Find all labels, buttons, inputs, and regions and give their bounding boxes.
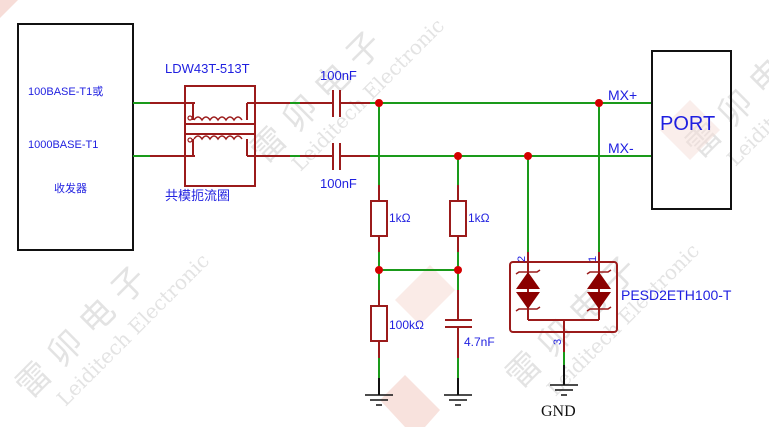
- tvs-pin3-label: 3: [552, 339, 564, 345]
- junctions: [375, 99, 603, 274]
- capacitor-top-value: 100nF: [320, 68, 357, 83]
- tvs-diode-2b: [516, 292, 540, 309]
- resistor-r3: [370, 305, 388, 342]
- transceiver-label-line2: 1000BASE-T1: [28, 139, 98, 151]
- transceiver-label-line1: 100BASE-T1或: [28, 85, 103, 98]
- signal-lines: MX+ MX-: [370, 87, 652, 157]
- tvs-pin1-label: 1: [587, 256, 599, 262]
- capacitor-filter-value: 4.7nF: [464, 335, 495, 349]
- resistor-r1: [370, 200, 388, 237]
- ground-symbol-tvs: GND: [541, 384, 578, 420]
- choke-name: 共模扼流圈: [165, 188, 230, 203]
- tvs-array: 2 1 3 PESD2ETH100-T: [509, 103, 732, 385]
- gnd-label: GND: [541, 403, 576, 420]
- tvs-pin2-label: 2: [516, 256, 528, 262]
- termination-network: 1kΩ 100kΩ 1kΩ 4.7nF: [370, 103, 495, 395]
- capacitor-bottom: 100nF: [320, 143, 370, 191]
- resistor-r2-value: 1kΩ: [468, 211, 490, 225]
- tvs-diode-1a: [587, 272, 611, 289]
- choke-part-number: LDW43T-513T: [165, 61, 250, 76]
- transceiver-block: 100BASE-T1或 1000BASE-T1 收发器: [17, 23, 134, 251]
- ground-symbol-middle: [444, 394, 472, 406]
- port-label: PORT: [660, 113, 715, 135]
- junction-dot: [454, 152, 462, 160]
- resistor-r3-value: 100kΩ: [389, 318, 424, 332]
- tvs-part-number: PESD2ETH100-T: [621, 287, 732, 303]
- inductor-winding-top: [193, 116, 243, 122]
- junction-dot: [454, 266, 462, 274]
- junction-dot: [375, 266, 383, 274]
- resistor-r1-value: 1kΩ: [389, 211, 411, 225]
- junction-dot: [595, 99, 603, 107]
- transceiver-label-line3: 收发器: [54, 181, 87, 195]
- port-block: PORT: [651, 50, 732, 210]
- tvs-diode-2a: [516, 272, 540, 289]
- junction-dot: [375, 99, 383, 107]
- inductor-winding-bottom: [193, 135, 243, 141]
- watermark-logo: [660, 100, 720, 160]
- capacitor-top: 100nF: [320, 68, 370, 117]
- port-box: [651, 50, 732, 210]
- ground-symbol-left: [365, 394, 393, 406]
- tvs-diode-1b: [587, 292, 611, 309]
- watermark-logo: [0, 0, 18, 18]
- choke-body: [184, 85, 256, 187]
- net-label-mx-minus: MX-: [608, 140, 634, 156]
- net-label-mx-plus: MX+: [608, 87, 637, 103]
- junction-dot: [524, 152, 532, 160]
- capacitor-bottom-value: 100nF: [320, 176, 357, 191]
- watermark-logo: [395, 265, 455, 325]
- transceiver-box: [17, 23, 134, 251]
- choke-to-cap-wires: [255, 102, 333, 157]
- watermark-logo: [380, 375, 440, 427]
- resistor-r2: [449, 200, 467, 237]
- common-mode-choke: LDW43T-513T 共模扼流圈: [165, 61, 256, 203]
